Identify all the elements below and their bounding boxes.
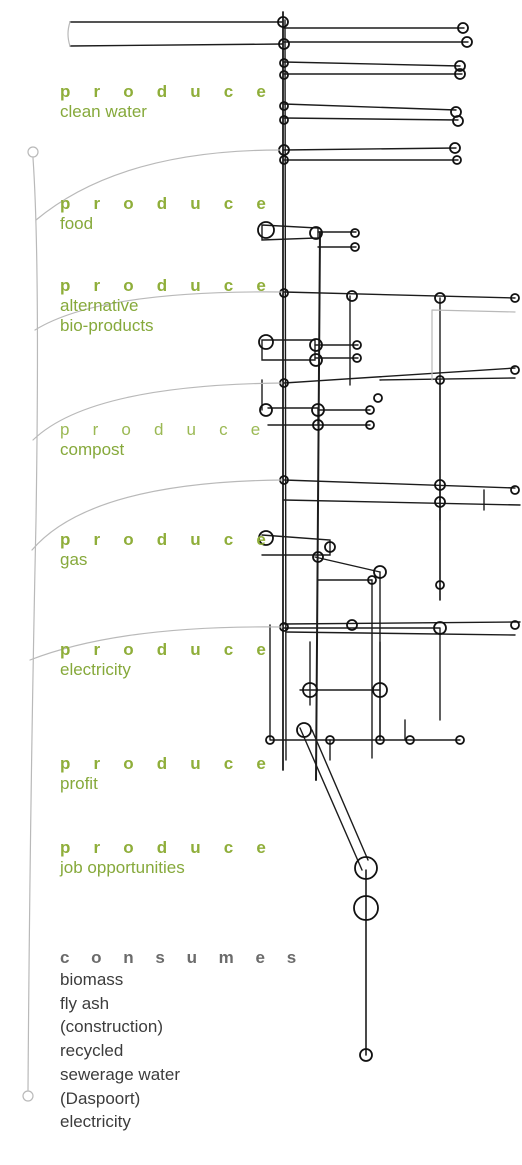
consumes-heading: c o n s u m e s [60,948,305,967]
produce-item: bio-products [60,316,154,335]
produce-heading: p r o d u c e [60,420,270,439]
produce-item: compost [60,440,125,459]
produce-group-gas: p r o d u c e gas [60,530,275,570]
produce-item: alternative [60,296,139,315]
produce-heading: p r o d u c e [60,530,276,549]
consumes-group: c o n s u m e s biomass fly ash (constru… [60,948,305,1134]
produce-item: job opportunities [60,858,185,877]
produce-group-compost: p r o d u c e compost [60,420,269,460]
produce-group-electricity: p r o d u c e electricity [60,640,275,680]
produce-item: profit [60,774,98,793]
produce-item: food [60,214,94,233]
consumes-item: (construction) [60,1017,163,1037]
produce-group-bio-products: p r o d u c e alternative bio-products [60,276,275,336]
produce-item: clean water [60,102,147,121]
consumes-item: fly ash [60,993,110,1013]
produce-group-profit: p r o d u c e profit [60,754,275,794]
consumes-item: electricity [60,1112,131,1132]
consumes-item: biomass [60,970,124,989]
produce-heading: p r o d u c e [60,838,276,857]
consumes-item: sewerage water [60,1064,181,1084]
produce-heading: p r o d u c e [60,194,276,213]
produce-heading: p r o d u c e [60,640,276,659]
produce-heading: p r o d u c e [60,754,276,773]
produce-item: gas [60,550,88,569]
produce-group-food: p r o d u c e food [60,194,275,234]
consumes-item: recycled [60,1041,124,1061]
produce-group-job-opportunities: p r o d u c e job opportunities [60,838,275,878]
consumes-item: (Daspoort) [60,1088,141,1108]
produce-item: electricity [60,660,131,679]
produce-heading: p r o d u c e [60,276,276,295]
produce-group-clean-water: p r o d u c e clean water [60,82,275,122]
produce-heading: p r o d u c e [60,82,276,101]
